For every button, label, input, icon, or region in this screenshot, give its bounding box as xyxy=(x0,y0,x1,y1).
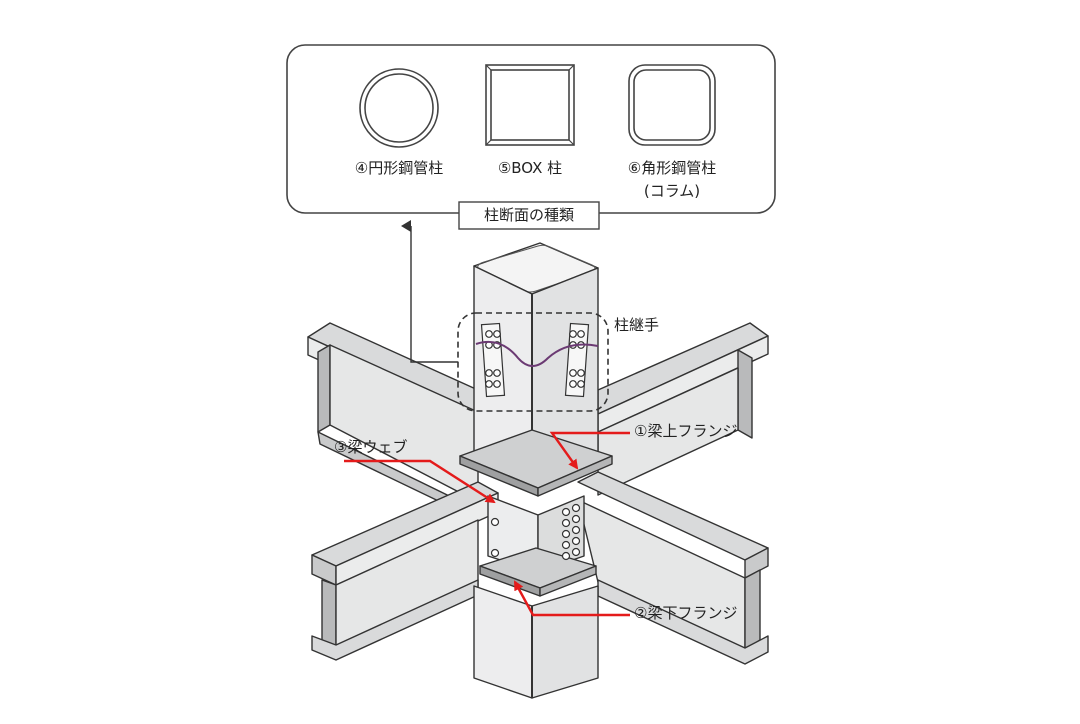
box-shape-icon xyxy=(485,64,575,146)
section-type-label-box: ⑤BOX 柱 xyxy=(497,159,563,177)
section-panel-title-box xyxy=(458,201,600,230)
top-flange-arrow xyxy=(549,431,630,470)
section-type-sublabel-square-tube: (コラム) xyxy=(643,182,701,200)
callout-arrows xyxy=(344,431,630,617)
beam-back-left xyxy=(307,322,479,521)
column-splice-weld-line xyxy=(475,340,599,367)
beam-web-label: ③梁ウェブ xyxy=(334,438,408,456)
beam-web-bolts xyxy=(490,503,581,561)
column-lower-left-face xyxy=(473,585,533,699)
beam-back-right xyxy=(597,322,769,496)
bottom-flange-arrow xyxy=(513,580,630,617)
beam-top-flange-label: ①梁上フランジ xyxy=(634,422,738,440)
circular-tube-shape-icon xyxy=(359,68,439,148)
column-lower-right-face xyxy=(531,585,599,699)
section-type-label-circular: ④円形鋼管柱 xyxy=(354,159,444,177)
beam-front-left xyxy=(311,481,499,661)
column-splice-plates xyxy=(475,322,599,398)
section-type-leader-arrow xyxy=(401,220,458,363)
beam-web-arrow xyxy=(344,459,496,504)
steel-column xyxy=(459,242,613,699)
beam-bottom-flange-label: ②梁下フランジ xyxy=(634,604,738,622)
section-types-panel xyxy=(286,44,776,230)
section-panel-title: 柱断面の種類 xyxy=(483,206,574,224)
column-joint-label: 柱継手 xyxy=(614,316,660,334)
square-tube-shape-icon xyxy=(628,64,716,146)
section-type-label-square-tube: ⑥角形鋼管柱 xyxy=(627,159,717,177)
beam-front-right xyxy=(577,471,769,665)
